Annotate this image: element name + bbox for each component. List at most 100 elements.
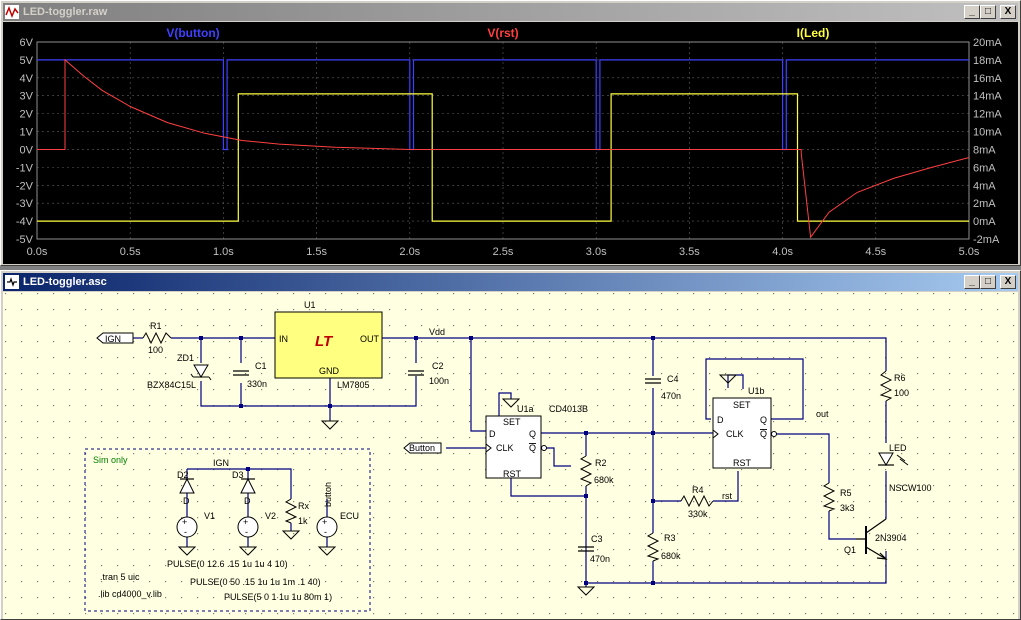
zd1-ref: ZD1 <box>177 353 194 363</box>
led-ref: LED <box>889 443 907 453</box>
resistor-r1[interactable]: R1 100 <box>142 321 172 355</box>
button-port-label: Button <box>409 443 435 453</box>
minimize-button[interactable]: _ <box>964 5 980 19</box>
schematic-canvas[interactable]: IGN Button R1 100 ZD1 BZX84C15L C1 330n <box>3 292 1018 619</box>
capacitor-c4[interactable]: C4 470n <box>645 374 681 401</box>
c4-value: 470n <box>661 391 681 401</box>
v1-plus: + <box>182 517 187 527</box>
u1a-clk-label: CLK <box>496 443 514 453</box>
r3-ref: R3 <box>664 533 676 543</box>
u1a-value: CD4013B <box>549 404 588 414</box>
u1a-qbar-label: Q <box>529 443 536 453</box>
legend-i-led[interactable]: I(Led) <box>797 26 830 40</box>
regulator-u1[interactable]: U1 IN OUT GND LT LM7805 <box>274 300 383 390</box>
q1-value: 2N3904 <box>875 533 907 543</box>
resistor-r3[interactable]: R3 680k <box>646 532 681 562</box>
c1-ref: C1 <box>255 361 267 371</box>
x-tick-label: 0.0s <box>27 246 48 258</box>
c2-value: 100n <box>429 376 449 386</box>
resistor-r6[interactable]: R6 100 <box>879 370 909 402</box>
flipflop-u1a[interactable]: U1a CD4013B SET D CLK Q Q RST <box>485 404 588 479</box>
maximize-button[interactable]: □ <box>980 275 996 289</box>
tran-directive[interactable]: .tran 5 uic <box>100 572 140 582</box>
x-tick-label: 2.5s <box>493 246 514 258</box>
right-tick-label: -2mA <box>973 234 1000 246</box>
c3-value: 470n <box>590 554 610 564</box>
r5-ref: R5 <box>840 488 852 498</box>
resistor-rx[interactable]: Rx 1k <box>284 498 309 526</box>
source-ecu[interactable]: + - ECU button <box>316 482 359 538</box>
resistor-r4[interactable]: R4 330k <box>680 485 714 519</box>
lt-logo: LT <box>315 333 334 350</box>
capacitor-c1[interactable]: C1 330n <box>233 361 267 389</box>
resistor-r2[interactable]: R2 680k <box>579 455 614 487</box>
maximize-button[interactable]: □ <box>980 5 996 19</box>
plot-frame <box>36 41 970 240</box>
u1b-q-label: Q <box>760 415 767 425</box>
ground-symbols <box>177 374 738 596</box>
lib-directive[interactable]: .lib cd4000_v.lib <box>98 589 162 599</box>
flipflop-u1b[interactable]: U1b SET D CLK Q Q RST <box>712 386 777 469</box>
x-tick-label: 3.0s <box>586 246 607 258</box>
close-button[interactable]: X <box>1000 275 1016 289</box>
left-tick-label: 5V <box>20 55 34 67</box>
pulse-v2-directive[interactable]: PULSE(0 50 .15 1u 1u 1m .1 40) <box>190 577 321 587</box>
sim-only-block[interactable]: Sim only IGN <box>84 448 371 612</box>
x-tick-label: 2.0s <box>399 246 420 258</box>
u1-pin-in: IN <box>279 334 288 344</box>
left-tick-label: 0V <box>20 144 34 156</box>
left-tick-label: 3V <box>20 91 34 103</box>
rx-ref: Rx <box>298 501 309 511</box>
u1a-rst-label: RST <box>503 469 522 479</box>
pulse-v1-directive[interactable]: PULSE(0 12.6 .15 1u 1u 4 10) <box>167 559 288 569</box>
x-tick-label: 4.5s <box>865 246 886 258</box>
diode-d3[interactable]: D3 D <box>232 470 256 506</box>
sim-only-label: Sim only <box>93 455 128 465</box>
schematic-window: LED-toggler.asc _ □ X <box>0 270 1021 620</box>
v1-ref: V1 <box>204 511 215 521</box>
ecu-ref: ECU <box>340 511 359 521</box>
u1a-d-label: D <box>489 429 496 439</box>
u1b-rst-label: RST <box>733 458 752 468</box>
capacitor-c3[interactable]: C3 470n <box>578 534 610 564</box>
legend-v-button[interactable]: V(button) <box>166 26 219 40</box>
r3-value: 680k <box>661 551 681 561</box>
right-tick-label: 6mA <box>973 162 996 174</box>
u1-pin-gnd: GND <box>319 366 340 376</box>
led-component[interactable]: LED NSCW100 <box>878 443 932 493</box>
right-tick-label: 10mA <box>973 127 1002 139</box>
close-button[interactable]: X <box>1000 5 1016 19</box>
u1b-d-label: D <box>717 415 724 425</box>
waveform-titlebar[interactable]: LED-toggler.raw _ □ X <box>3 3 1018 21</box>
u1a-set-label: SET <box>503 417 521 427</box>
left-tick-label: 6V <box>20 37 34 49</box>
source-v2[interactable]: + - V2 <box>237 511 276 538</box>
legend-v-rst[interactable]: V(rst) <box>487 26 518 40</box>
zener-zd1[interactable]: ZD1 BZX84C15L <box>147 353 212 390</box>
d2-ref: D2 <box>177 470 189 480</box>
diode-d2[interactable]: D2 D <box>177 470 195 506</box>
trace-v-rst <box>37 58 970 239</box>
plot-background <box>3 22 1018 264</box>
minimize-button[interactable]: _ <box>964 275 980 289</box>
c3-ref: C3 <box>591 534 603 544</box>
zd1-value: BZX84C15L <box>147 380 196 390</box>
r1-value: 100 <box>148 345 163 355</box>
v2-plus: + <box>243 517 248 527</box>
ign-port[interactable]: IGN <box>96 332 134 344</box>
capacitor-c2[interactable]: C2 100n <box>408 361 449 386</box>
u1-value: LM7805 <box>337 380 370 390</box>
left-tick-label: -2V <box>16 180 34 192</box>
transistor-q1[interactable]: Q1 2N3904 <box>844 518 907 560</box>
x-tick-label: 3.5s <box>679 246 700 258</box>
source-v1[interactable]: + - V1 <box>176 511 215 538</box>
button-port[interactable]: Button <box>403 442 442 454</box>
pulse-ecu-directive[interactable]: PULSE(5 0 1 1u 1u 80m 1) <box>224 592 332 602</box>
schematic-titlebar[interactable]: LED-toggler.asc _ □ X <box>3 273 1018 291</box>
right-tick-label: 16mA <box>973 73 1002 85</box>
right-tick-label: 12mA <box>973 109 1002 121</box>
resistor-r5[interactable]: R5 3k3 <box>822 482 855 513</box>
left-tick-label: -3V <box>16 198 34 210</box>
